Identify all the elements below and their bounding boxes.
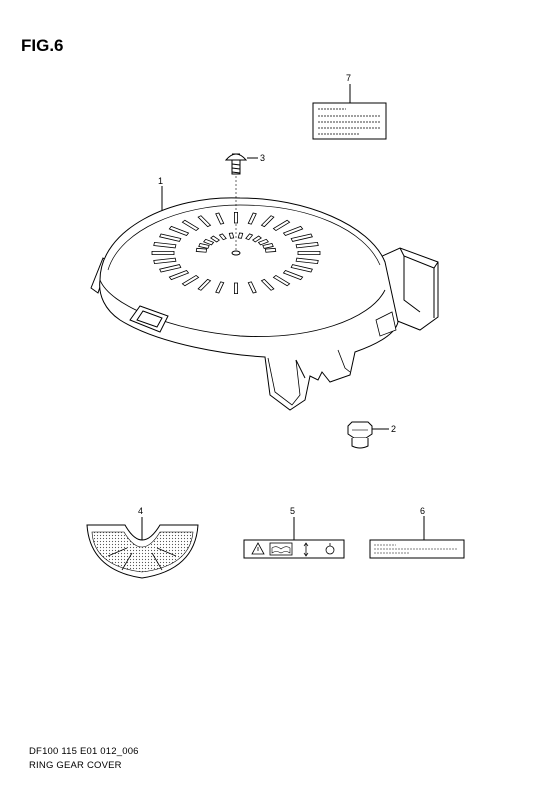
vent-slot [195,247,208,253]
part-2-grommet[interactable] [347,421,389,449]
vent-slot [153,241,177,249]
vent-slot [272,274,291,287]
vent-slot [264,247,277,253]
vent-slot [282,225,304,237]
vent-slot [295,257,319,265]
vent-slot [151,251,175,255]
vent-slot [197,215,212,228]
vent-slot [260,278,275,291]
part-5-warning-label[interactable] [243,517,345,559]
vent-slot [257,238,269,246]
callout-1: 1 [158,176,163,186]
vent-slot [228,232,235,239]
footer-code: DF100 115 E01 012_006 [29,746,139,757]
vent-slot [168,225,190,237]
vent-slot [159,233,182,242]
vent-slot [203,238,215,246]
part-7-label[interactable] [312,84,387,140]
vent-slot [210,235,220,243]
vent-slot [247,212,257,225]
vent-slot [237,232,244,239]
part-3-screw[interactable] [224,153,258,175]
callout-4: 4 [138,506,143,516]
callout-3: 3 [260,153,265,163]
vent-slot [295,241,319,249]
vent-slot [272,219,291,232]
vent-slot [252,235,262,243]
callout-2: 2 [391,424,396,434]
vent-slot [153,257,177,265]
vent-slot [181,219,200,232]
vent-slot [245,233,254,241]
vent-slot [181,274,200,287]
part-4-pad[interactable] [86,517,199,579]
vent-slot [215,212,225,225]
vent-slot [234,282,238,295]
vent-slot [297,251,321,255]
vent-slot [290,264,313,273]
figure-title: FIG.6 [21,36,64,55]
vent-slot [198,243,210,249]
footer-caption: RING GEAR COVER [29,760,122,771]
vent-slot [262,243,274,249]
part-1-ring-gear-cover[interactable] [90,176,439,411]
part-6-label[interactable] [369,516,465,559]
vent-slot [282,269,304,281]
vent-slot [290,233,313,242]
vent-slot [159,264,182,273]
vent-slot [197,278,212,291]
vent-slot [260,215,275,228]
callout-5: 5 [290,506,295,516]
callout-6: 6 [420,506,425,516]
vent-slot [218,233,227,241]
callout-7: 7 [346,73,351,83]
vent-slot [234,211,238,224]
vent-slot [168,269,190,281]
vent-slot [215,281,225,294]
vent-slot [247,281,257,294]
